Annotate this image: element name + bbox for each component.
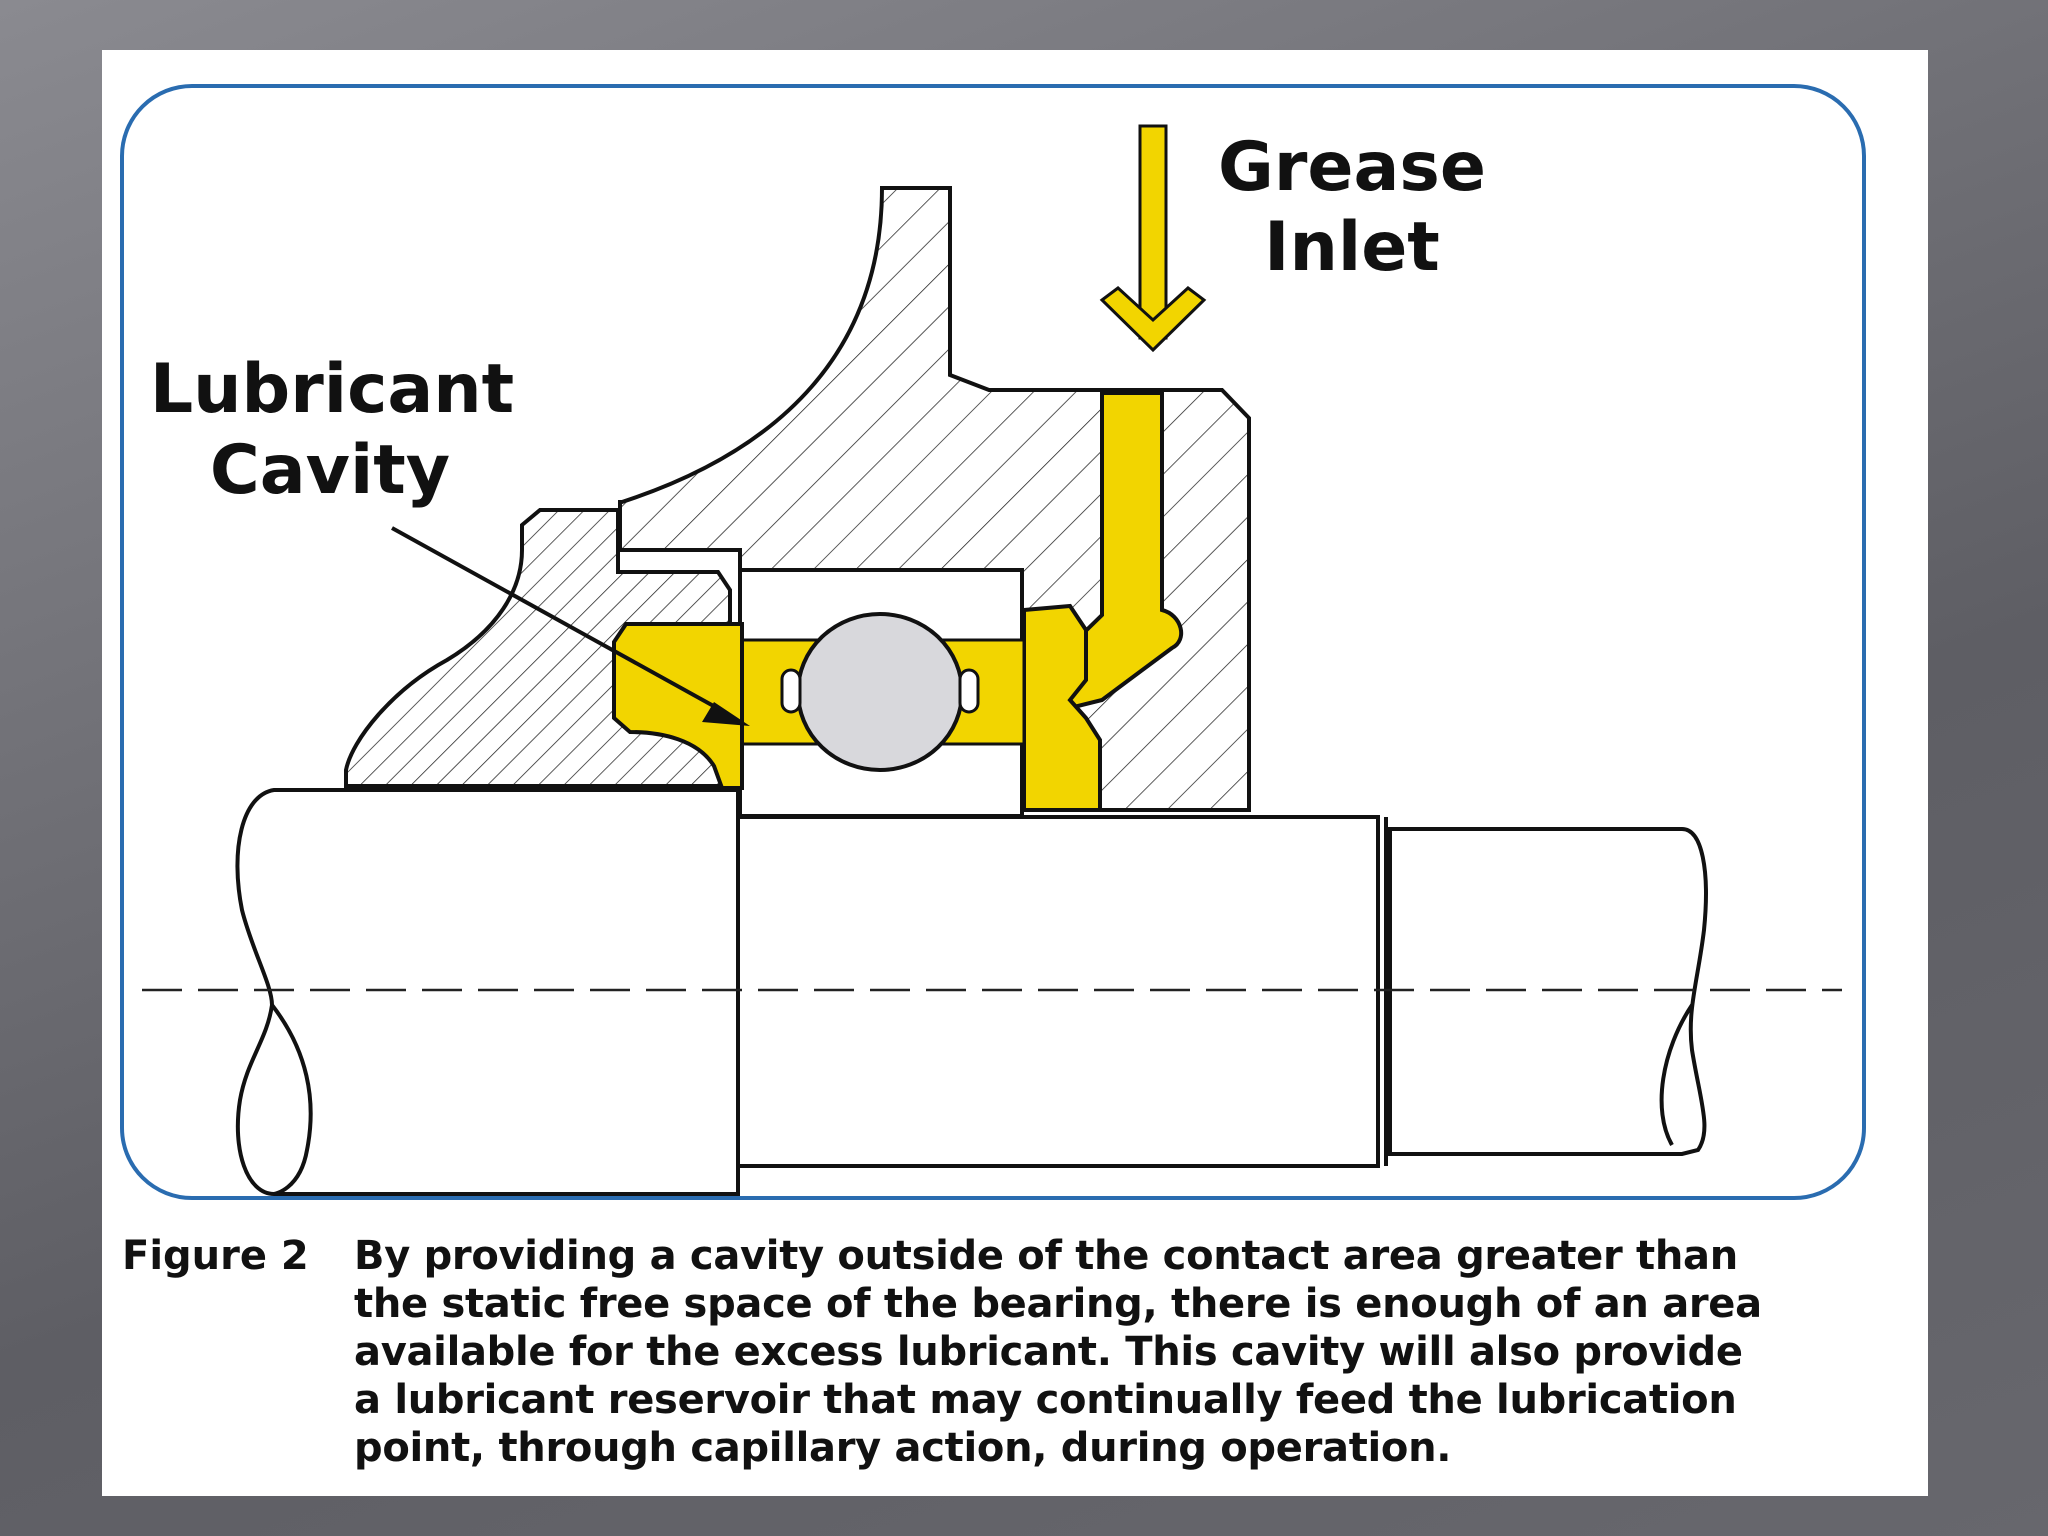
shaft-middle-section <box>736 815 1380 1168</box>
grease-inlet-arrow <box>1099 124 1207 353</box>
cage-slot-left <box>780 668 802 714</box>
lubricant-cavity-pointer <box>391 526 750 726</box>
figure-caption: Figure 2 By providing a cavity outside o… <box>122 1232 1822 1472</box>
diagram-frame <box>120 84 1866 1200</box>
grease-inlet-label-line2: Inlet <box>1264 208 1440 287</box>
bearing-lubrication-diagram: Grease Inlet Lubricant Cavity <box>120 84 1866 1200</box>
slide-panel: Grease Inlet Lubricant Cavity Figure 2 B… <box>102 50 1928 1496</box>
shaft-break-right <box>1659 1003 1694 1146</box>
figure-caption-text: By providing a cavity outside of the con… <box>354 1233 1762 1471</box>
grease-inlet-label-line1: Grease <box>1218 128 1486 207</box>
shaft-break-left <box>270 1003 313 1196</box>
lubricant-cavity-grease <box>612 622 744 790</box>
cage-slot-right <box>958 668 980 714</box>
lubricant-cavity-label-line2: Cavity <box>210 431 450 510</box>
bearing-ball <box>796 612 964 772</box>
shaft-right-section <box>1388 827 1708 1156</box>
shaft-left-section <box>235 788 740 1196</box>
figure-label: Figure 2 <box>122 1233 309 1279</box>
lubricant-cavity-label-line1: Lubricant <box>150 350 514 429</box>
grease-right-reservoir <box>1022 603 1102 812</box>
